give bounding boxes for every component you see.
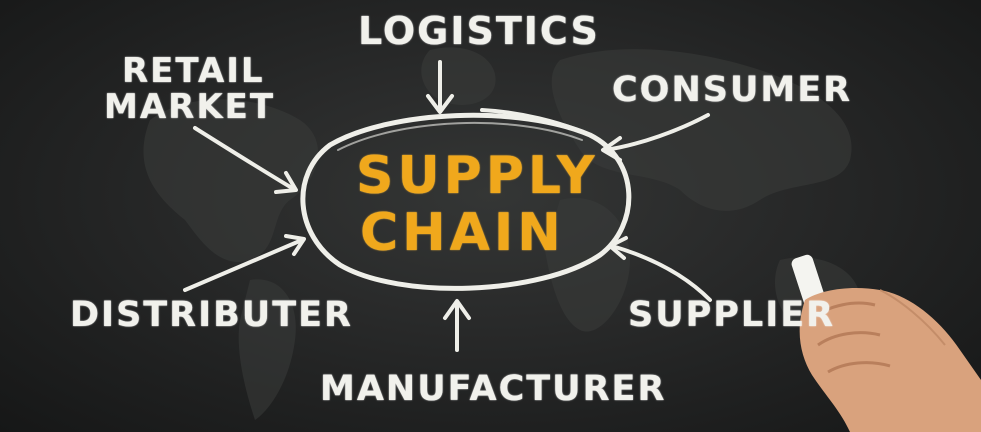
logistics-label: LOGISTICS bbox=[358, 9, 600, 53]
distributer-arrow-icon bbox=[183, 234, 306, 292]
supplier-label: SUPPLIER bbox=[628, 295, 836, 335]
distributer-label: DISTRIBUTER bbox=[70, 295, 353, 335]
center-title-line1: SUPPLY bbox=[356, 146, 599, 206]
manufacturer-label: MANUFACTURER bbox=[320, 369, 667, 409]
center-title-line2: CHAIN bbox=[360, 203, 565, 263]
hand-holding-chalk-icon bbox=[791, 254, 981, 432]
consumer-label: CONSUMER bbox=[612, 70, 853, 110]
retail-label: RETAIL bbox=[122, 51, 265, 91]
logistics-arrow-icon bbox=[426, 60, 454, 114]
manufacturer-arrow-icon bbox=[443, 299, 471, 352]
center-oval bbox=[300, 112, 632, 291]
retail-arrow-icon bbox=[193, 126, 298, 194]
market-label: MARKET bbox=[104, 87, 276, 127]
supplier-arrow-icon bbox=[608, 236, 712, 302]
consumer-arrow-icon bbox=[601, 113, 710, 162]
